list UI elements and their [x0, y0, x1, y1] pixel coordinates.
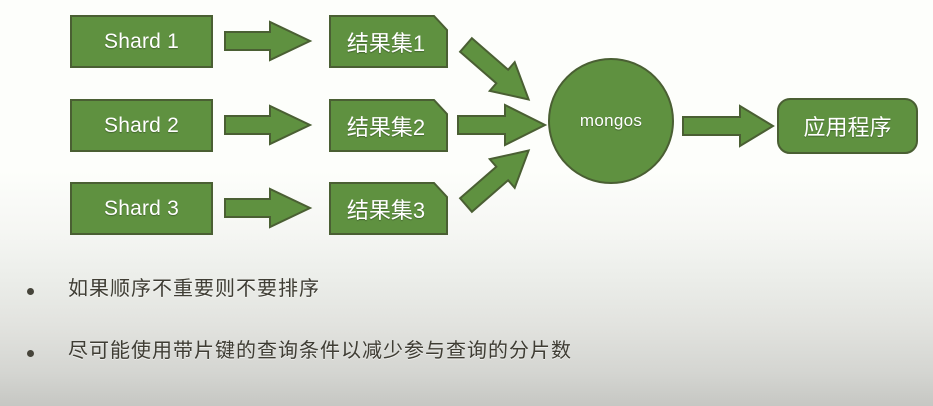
arrow-resultset1-to-mongos [458, 36, 531, 101]
arrow-shard2-to-resultset2 [224, 104, 313, 146]
diagram-svg [70, 15, 918, 235]
shard-box-2 [70, 99, 213, 152]
bullet-dot-icon [27, 350, 34, 357]
arrow-resultset3-to-mongos [458, 149, 531, 214]
resultset-shape-1 [329, 15, 448, 68]
bullet-list: 如果顺序不重要则不要排序 尽可能使用带片键的查询条件以减少参与查询的分片数 [0, 275, 933, 399]
sharding-query-flow-diagram: Shard 1 Shard 2 Shard 3 结果集1 结果集2 结果集3 m… [70, 15, 918, 235]
shard-box-1 [70, 15, 213, 68]
arrow-shard1-to-resultset1 [224, 20, 313, 62]
bullet-text: 尽可能使用带片键的查询条件以减少参与查询的分片数 [68, 340, 572, 362]
resultset-shape-3 [329, 182, 448, 235]
bullet-text: 如果顺序不重要则不要排序 [68, 278, 320, 300]
mongos-circle [548, 58, 674, 184]
bullet-dot-icon [27, 288, 34, 295]
resultset-shape-2 [329, 99, 448, 152]
shard-box-3 [70, 182, 213, 235]
application-box [777, 98, 918, 154]
arrow-mongos-to-application [682, 104, 775, 148]
list-item: 如果顺序不重要则不要排序 [0, 275, 933, 337]
list-item: 尽可能使用带片键的查询条件以减少参与查询的分片数 [0, 337, 933, 399]
arrow-shard3-to-resultset3 [224, 187, 313, 229]
arrow-resultset2-to-mongos [457, 103, 548, 147]
